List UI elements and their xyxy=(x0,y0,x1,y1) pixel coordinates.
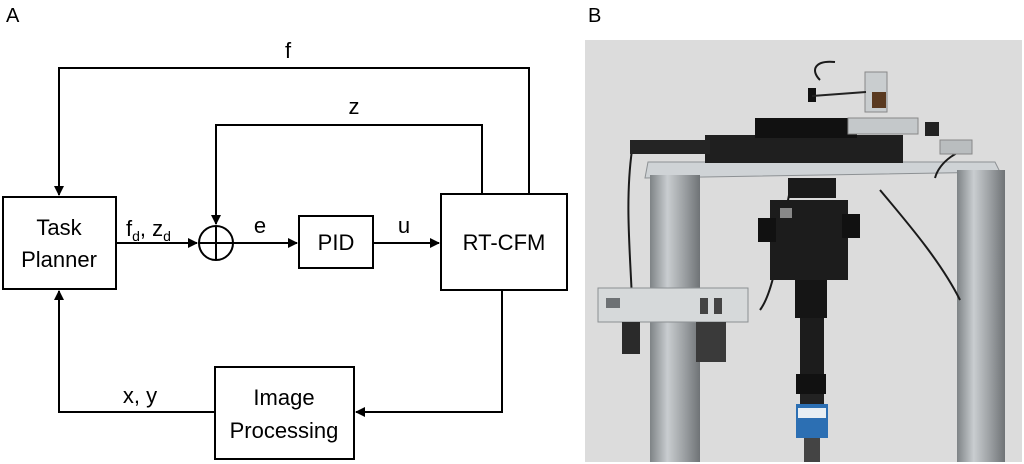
signal-f-label: f xyxy=(285,38,292,63)
task-planner-label-line2: Planner xyxy=(21,247,97,272)
microscope xyxy=(758,178,860,406)
rt-cfm-block: RT-CFM xyxy=(440,193,568,291)
position-feedback-line xyxy=(54,290,215,413)
pid-block: PID xyxy=(298,215,374,269)
panel-a-label: A xyxy=(6,5,20,27)
signal-fd-zd-label: fd, zd xyxy=(126,216,171,244)
xy-stage xyxy=(630,117,973,163)
panel-a-block-diagram: A Task Planner PID RT-CFM Image Processi… xyxy=(2,5,568,460)
signal-fd-subscript: d xyxy=(132,228,140,244)
signal-zd-main: , z xyxy=(140,216,163,241)
controller-box xyxy=(597,287,749,362)
camera xyxy=(796,404,828,462)
image-processing-label-line2: Processing xyxy=(230,418,339,443)
panel-b-label: B xyxy=(588,5,601,27)
f-feedback-line xyxy=(54,67,530,196)
signal-u-label: u xyxy=(398,213,410,238)
panel-b-photo: B xyxy=(585,5,1022,462)
cantilever-holder xyxy=(808,71,888,113)
task-planner-label-line1: Task xyxy=(36,215,82,240)
signal-z-label: z xyxy=(349,94,360,119)
image-feed-line xyxy=(355,290,503,417)
image-processing-block: Image Processing xyxy=(214,366,355,460)
rt-cfm-label: RT-CFM xyxy=(463,230,546,255)
image-processing-label-line1: Image xyxy=(253,385,314,410)
signal-fd-main: f xyxy=(126,216,133,241)
z-feedback-line xyxy=(211,124,483,225)
pid-label: PID xyxy=(318,230,355,255)
summing-junction xyxy=(198,225,234,261)
signal-xy-label: x, y xyxy=(123,383,157,408)
signal-zd-subscript: d xyxy=(163,228,171,244)
task-planner-block: Task Planner xyxy=(2,196,117,290)
signal-e-label: e xyxy=(254,213,266,238)
